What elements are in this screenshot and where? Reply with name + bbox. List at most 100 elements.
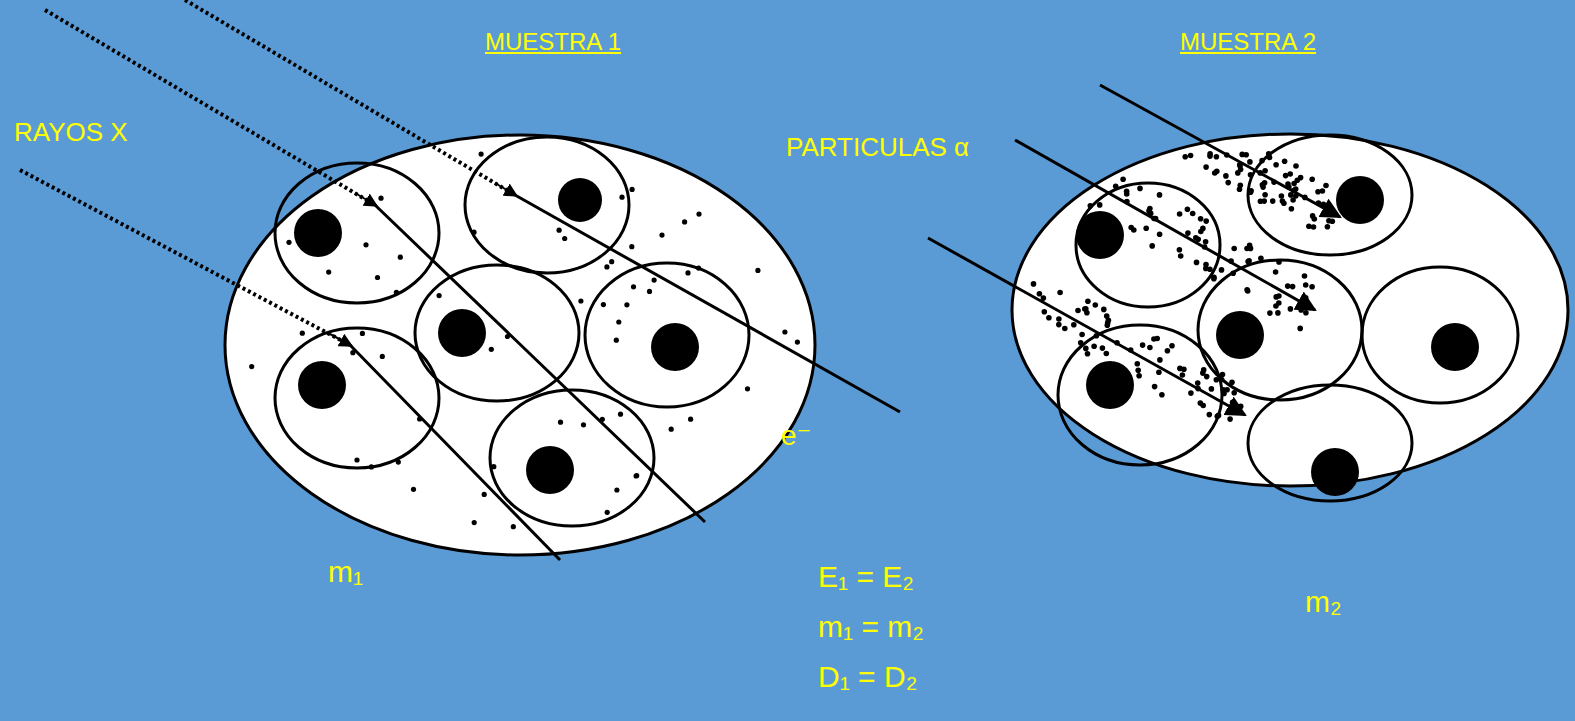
dot xyxy=(618,412,623,417)
dot xyxy=(300,331,305,336)
dot xyxy=(1323,183,1329,189)
dot xyxy=(1243,152,1249,158)
dot xyxy=(1279,193,1285,199)
dot xyxy=(472,520,477,525)
dot xyxy=(1230,399,1236,405)
dot xyxy=(619,195,624,200)
dot xyxy=(1104,313,1110,319)
dot xyxy=(380,354,385,359)
dot xyxy=(1273,162,1279,168)
alpha-tracks xyxy=(928,85,1340,415)
dot xyxy=(1190,211,1196,217)
dot xyxy=(1136,373,1142,379)
dot xyxy=(1188,390,1194,396)
dot xyxy=(1291,181,1297,187)
dot xyxy=(1273,269,1279,275)
dot xyxy=(1302,273,1308,279)
mass-label: m₁ xyxy=(328,555,363,590)
dot xyxy=(1203,164,1209,170)
radiation-label: PARTICULAS α xyxy=(783,133,972,163)
dot xyxy=(471,230,476,235)
dot xyxy=(1124,189,1130,195)
dot xyxy=(1204,374,1210,380)
dot xyxy=(634,473,639,478)
dot xyxy=(1207,412,1213,418)
dot xyxy=(1131,227,1137,233)
dot xyxy=(1200,226,1206,232)
dot xyxy=(437,293,442,298)
dot xyxy=(1157,192,1163,198)
sample-title: MUESTRA 2 xyxy=(1180,28,1316,56)
dot xyxy=(1188,153,1194,159)
dot xyxy=(624,302,629,307)
dot xyxy=(601,302,606,307)
dot xyxy=(1100,345,1106,351)
dot xyxy=(1085,299,1091,305)
dot xyxy=(1259,158,1265,164)
dot xyxy=(604,264,609,269)
condition-label: m₁ = m₂ xyxy=(818,610,924,645)
dot xyxy=(614,338,619,343)
dot xyxy=(1231,246,1237,252)
dot xyxy=(1082,306,1088,312)
dot xyxy=(1231,390,1237,396)
dot xyxy=(1113,184,1119,190)
dot xyxy=(1275,310,1281,316)
dot xyxy=(1079,332,1085,338)
dot xyxy=(394,290,399,295)
dot xyxy=(1285,283,1291,289)
dot xyxy=(1180,372,1186,378)
dot xyxy=(1258,255,1264,261)
dot xyxy=(1083,306,1089,312)
dot xyxy=(1157,232,1163,238)
dot xyxy=(1165,348,1171,354)
dot xyxy=(1078,340,1084,346)
dot xyxy=(1177,247,1183,253)
dot xyxy=(1280,198,1286,204)
dot xyxy=(396,460,401,465)
dot xyxy=(616,319,621,324)
dot xyxy=(1266,151,1272,157)
dot xyxy=(369,464,374,469)
dot xyxy=(1169,343,1175,349)
dot xyxy=(605,510,610,515)
dot xyxy=(1203,262,1209,268)
dot xyxy=(795,340,800,345)
dot xyxy=(1071,322,1077,328)
dot xyxy=(630,187,635,192)
dot xyxy=(479,152,484,157)
dot xyxy=(1215,413,1221,419)
dot xyxy=(1219,377,1225,383)
dot xyxy=(1156,370,1162,376)
dot xyxy=(1303,310,1309,316)
dot xyxy=(491,464,496,469)
dot xyxy=(1207,267,1213,273)
dot xyxy=(745,386,750,391)
dot xyxy=(1267,310,1273,316)
dot xyxy=(1225,180,1231,186)
dot xyxy=(614,487,619,492)
dot xyxy=(249,364,254,369)
dot xyxy=(1085,351,1091,357)
dot xyxy=(511,524,516,529)
dot xyxy=(685,270,690,275)
dot xyxy=(1203,239,1209,245)
dot xyxy=(682,219,687,224)
dot xyxy=(1185,206,1191,212)
dot xyxy=(1137,186,1143,192)
dot xyxy=(1293,163,1299,169)
dot xyxy=(1143,225,1149,231)
dot xyxy=(629,244,634,249)
dot xyxy=(1135,361,1141,367)
dot xyxy=(1330,218,1336,224)
dot xyxy=(1309,176,1315,182)
dot xyxy=(562,236,567,241)
dot xyxy=(1207,151,1213,157)
dot xyxy=(1237,186,1243,192)
condition-label: D₁ = D₂ xyxy=(818,660,917,695)
dot xyxy=(1261,198,1267,204)
dot xyxy=(558,420,563,425)
dot xyxy=(1214,154,1220,160)
dot xyxy=(1181,366,1187,372)
dot xyxy=(1276,259,1282,265)
